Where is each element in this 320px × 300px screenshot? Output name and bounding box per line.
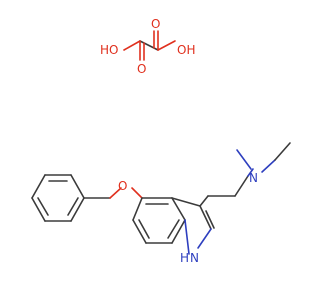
bond-indole-6 xyxy=(132,197,143,221)
bond-pyrrole-2 xyxy=(199,205,212,230)
label-ether-o: O xyxy=(118,179,127,193)
bond-benzyl-2 xyxy=(31,197,46,222)
bond-n-methyl xyxy=(236,149,252,170)
label-amine-n: N xyxy=(249,171,258,185)
bond-pyrrole-1 xyxy=(171,197,201,207)
label-oxalic-oh: OH xyxy=(177,43,195,57)
bond-o-indole xyxy=(131,187,143,199)
bond-indole-3 xyxy=(171,219,186,244)
bond-benzyl-double-c xyxy=(67,197,79,216)
bond-pyrrole-3 xyxy=(197,228,212,249)
label-indole-n: N xyxy=(190,251,199,265)
bond-benzyl-double-b xyxy=(37,197,49,216)
structure-drawing: HO OH O O O N H xyxy=(31,17,291,265)
bond-ethyl-ch3 xyxy=(274,142,291,161)
bond-pyrrole-double xyxy=(205,210,215,229)
bond-chain-n xyxy=(247,168,254,177)
label-oxalic-o-bottom: O xyxy=(137,62,146,76)
indole-pyrrole-ring xyxy=(171,197,215,255)
label-oxalic-ho: HO xyxy=(100,43,118,57)
label-oxalic-o-top: O xyxy=(151,17,160,31)
bond-n-ethyl xyxy=(261,159,276,173)
bond-oxalic-c1-oh xyxy=(123,40,141,51)
bond-indole-double-c xyxy=(138,219,150,239)
bond-oxalic-c1-c2 xyxy=(139,40,159,51)
label-indole-h: H xyxy=(180,251,189,265)
molecule-canvas: HO OH O O O N H xyxy=(31,17,291,265)
bond-indole-2 xyxy=(171,197,186,221)
bond-ch2-o xyxy=(109,187,122,199)
bond-benzyl-1 xyxy=(31,174,46,199)
bond-benzyl-4 xyxy=(70,197,85,222)
benzyl-ring xyxy=(31,174,85,222)
bond-pyrrole-4 xyxy=(184,219,190,255)
bond-chain-1 xyxy=(199,195,209,207)
indole-benzene-ring xyxy=(132,197,186,244)
bond-indole-double-b xyxy=(167,219,180,239)
bond-indole-5 xyxy=(132,219,147,244)
bond-chain-3 xyxy=(234,175,249,197)
bond-oxalic-c2-oh xyxy=(157,40,176,51)
oxalic-acid: HO OH O O xyxy=(100,17,195,76)
bond-benzyl-5 xyxy=(70,174,85,199)
